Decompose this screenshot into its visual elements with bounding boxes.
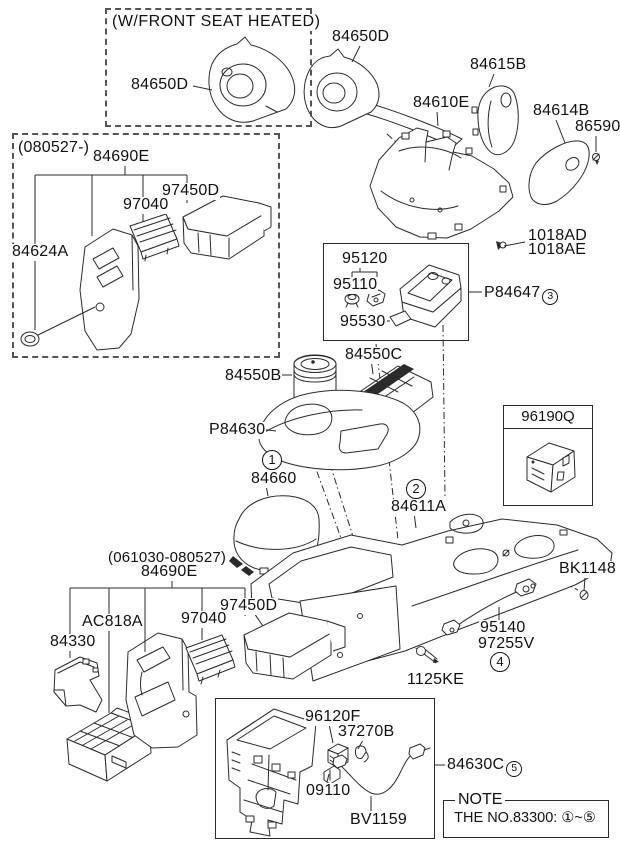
label-armrest: 84660	[250, 470, 298, 488]
late-vent-drawing	[129, 213, 180, 262]
side-panel-front-drawing	[471, 85, 519, 156]
label-side-panel-front: 84615B	[469, 56, 528, 74]
late-plug-drawing	[20, 306, 96, 347]
label-slide-unit: 84550C	[344, 346, 404, 364]
label-screw-1125ke: 1125KE	[406, 671, 465, 689]
aux-module-drawing	[526, 442, 576, 493]
late-duct-drawing	[182, 195, 272, 260]
console-frame-part-number: 84630C	[447, 756, 505, 773]
aux-module-box-header: 96190Q	[504, 406, 592, 429]
note-box	[443, 800, 609, 838]
label-ext-wiring: 95140	[479, 619, 527, 637]
label-console-upper: 84610E	[412, 94, 471, 112]
label-cable: BV1159	[349, 811, 408, 829]
aux-module-label: 96190Q	[521, 408, 575, 425]
label-cup-insert: 84550B	[224, 367, 283, 385]
screw-1125ke-drawing	[416, 646, 439, 664]
label-cover-upper: P84630	[208, 421, 267, 439]
socket-95110-drawing	[344, 293, 360, 308]
late-variant-caption: (080527-)	[17, 139, 91, 157]
label-cover: 84650D	[331, 28, 391, 46]
label-screw-1018ad: 1018AD	[527, 227, 589, 245]
late-rear-cover-drawing	[79, 228, 140, 351]
label-cover-blank: 95530	[339, 313, 387, 331]
label-console-main: 84611A	[390, 498, 448, 516]
wiring-95140-drawing	[441, 578, 537, 636]
label-early-vent: 97040	[180, 610, 228, 628]
label-clip: 37270B	[337, 723, 396, 741]
note-title: NOTE	[455, 791, 506, 809]
upper-cover-drawing	[258, 389, 421, 471]
ref-circle-5: 5	[506, 761, 523, 777]
label-late-vent: 97040	[122, 196, 170, 214]
label-bolt-bk1148: BK1148	[558, 560, 617, 578]
console-upper-drawing	[369, 127, 514, 240]
cable-bv1159-drawing	[332, 743, 431, 795]
label-early-assy: 84690E	[140, 563, 199, 581]
label-retainer: 95120	[341, 250, 389, 268]
early-duct-drawing	[243, 612, 346, 680]
early-variant-caption: (061030-080527)	[107, 549, 228, 566]
label-screw-1018ae: 1018AE	[527, 241, 588, 259]
bolt-bk1148-drawing	[579, 590, 589, 600]
label-late-assy: 84690E	[92, 148, 151, 166]
label-socket: 95110	[332, 276, 379, 294]
label-rear-tray: 84330	[49, 633, 97, 651]
label-early-duct: 97450D	[219, 597, 279, 615]
label-switch: 96120F	[304, 708, 362, 726]
label-late-plug: 84624A	[11, 243, 70, 261]
rear-tray-84330-drawing	[53, 656, 103, 713]
note-text: THE NO.83300: ①~⑤	[454, 810, 596, 826]
label-ext-wiring-alt: 97255V	[477, 635, 536, 653]
tray-assembly-box	[323, 243, 469, 341]
screw-86590-drawing	[592, 153, 600, 165]
ref-circle-3: 3	[542, 289, 559, 305]
tray-part-number: P84647	[484, 284, 541, 301]
ref-circle-2: 2	[406, 479, 426, 499]
label-connector: 09110	[305, 782, 352, 800]
early-vent-drawing	[185, 634, 236, 685]
cover-drawing	[303, 48, 463, 148]
heated-cover-drawing	[208, 36, 296, 123]
side-panel-rear-drawing	[528, 140, 590, 205]
label-side-panel-rear: 84614B	[532, 102, 591, 120]
blank-95530-drawing	[389, 310, 412, 327]
ref-circle-1: 1	[262, 450, 282, 470]
early-cover-drawing	[125, 632, 198, 749]
heated-variant-box	[105, 8, 312, 127]
aux-module-box: 96190Q	[503, 405, 593, 506]
tray-p84647-drawing	[399, 264, 462, 328]
console-frame-drawing	[226, 708, 317, 837]
ref-circle-4: 4	[490, 652, 510, 672]
label-heated-cover: 84650D	[130, 76, 190, 94]
label-late-duct: 97450D	[161, 182, 221, 200]
heated-variant-caption: (W/FRONT SEAT HEATED)	[111, 13, 322, 31]
label-screw-86590: 86590	[574, 118, 620, 136]
label-early-cover: AC818A	[81, 613, 144, 631]
retainer-95120-drawing	[366, 289, 386, 307]
screw-1018-drawing	[496, 241, 507, 250]
harness-assembly-box	[215, 698, 435, 839]
